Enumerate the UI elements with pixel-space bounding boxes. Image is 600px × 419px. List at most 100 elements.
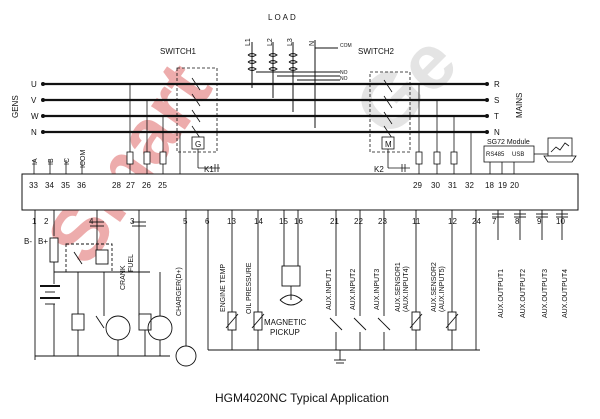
term-12: 12	[448, 217, 457, 226]
b-minus-label: B-	[24, 237, 32, 246]
aux-input3-label: AUX.INPUT3	[374, 269, 381, 310]
term-29: 29	[413, 181, 422, 190]
term-1: 1	[32, 217, 37, 226]
term-25: 25	[158, 181, 167, 190]
k2-label: K2	[374, 165, 384, 174]
aux-output3-label: AUX.OUTPUT3	[542, 269, 549, 318]
aux-output1-label: AUX.OUTPUT1	[498, 269, 505, 318]
gen-sense-fuses	[126, 84, 181, 174]
switch2-label: SWITCH2	[358, 47, 395, 56]
mains-phase-s: S	[494, 96, 499, 105]
rs485-label: RS485	[486, 152, 505, 158]
aux-sensor1-label: AUX.SENSOR1	[395, 262, 402, 312]
oil-pressure-label: OIL PRESSURE	[246, 262, 253, 314]
magnetic-label: MAGNETIC	[264, 318, 306, 327]
switch1-g-box: G	[195, 140, 201, 149]
term-24: 24	[472, 217, 481, 226]
gen-phase-w: W	[31, 112, 39, 121]
term-8: 8	[515, 217, 520, 226]
aux-input4-label: (AUX.INPUT4)	[403, 266, 410, 312]
term-7: 7	[492, 217, 497, 226]
term-33: 33	[29, 181, 38, 190]
load-lines	[247, 40, 340, 128]
term-35: 35	[61, 181, 70, 190]
ct-lines	[33, 160, 83, 174]
switch2-assembly	[369, 71, 411, 172]
aux-input5-label: (AUX.INPUT5)	[439, 266, 446, 312]
crank-label: CRANK	[120, 265, 127, 290]
aux-output-circuit	[492, 210, 568, 240]
mains-phase-n: N	[494, 128, 500, 137]
term-30: 30	[431, 181, 440, 190]
aux-output2-label: AUX.OUTPUT2	[520, 269, 527, 318]
fuel-label: FUEL	[128, 254, 135, 272]
mains-label: MAINS	[515, 93, 524, 118]
term-4: 4	[89, 217, 94, 226]
sg72-label: SG72 Module	[487, 139, 530, 146]
term-10: 10	[556, 217, 565, 226]
diagram-caption: HGM4020NC Typical Application	[215, 391, 389, 405]
mains-phase-t: T	[494, 112, 499, 121]
term-14: 14	[254, 217, 263, 226]
term-9: 9	[537, 217, 542, 226]
mains-sense-fuses	[415, 84, 472, 174]
bus-lines	[43, 82, 487, 134]
term-19: 19	[498, 181, 507, 190]
charger-label: CHARGER(D+)	[176, 267, 183, 316]
term-36: 36	[77, 181, 86, 190]
ct-label-icom: ICOM	[80, 150, 87, 168]
term-32: 32	[465, 181, 474, 190]
switch2-m-box: M	[385, 140, 392, 149]
controller-body	[21, 173, 579, 211]
switch1-assembly	[176, 67, 220, 172]
term-27: 27	[126, 181, 135, 190]
ct-label-ia: IA	[32, 158, 39, 165]
load-label-l1: L1	[245, 38, 252, 46]
sensor-circuit	[207, 210, 480, 364]
b-plus-label: B+	[38, 237, 48, 246]
no-label-b: NO	[340, 76, 348, 82]
term-16: 16	[294, 217, 303, 226]
ct-label-ib: IB	[48, 158, 55, 165]
term-18: 18	[485, 181, 494, 190]
term-5: 5	[183, 217, 188, 226]
aux-sensor2-label: AUX.SENSOR2	[431, 262, 438, 312]
term-20: 20	[510, 181, 519, 190]
aux-input2-label: AUX.INPUT2	[350, 269, 357, 310]
pickup-label: PICKUP	[270, 328, 300, 337]
term-21: 21	[330, 217, 339, 226]
term-34: 34	[45, 181, 54, 190]
k1-label: K1	[204, 165, 214, 174]
term-3: 3	[130, 217, 135, 226]
usb-label: USB	[512, 152, 524, 158]
term-23: 23	[378, 217, 387, 226]
term-31: 31	[448, 181, 457, 190]
load-label-n: N	[309, 41, 316, 46]
gen-phase-u: U	[31, 80, 37, 89]
switch1-label: SWITCH1	[160, 47, 197, 56]
term-22: 22	[354, 217, 363, 226]
mains-phase-r: R	[494, 80, 500, 89]
laptop-icon	[543, 137, 577, 163]
sg72-module	[483, 145, 548, 174]
aux-input1-label: AUX.INPUT1	[326, 269, 333, 310]
gen-phase-n: N	[31, 128, 37, 137]
ct-label-ic: IC	[64, 158, 71, 165]
bus-line-ends	[41, 82, 489, 134]
no-label-a: NO	[340, 70, 348, 76]
gens-label: GENS	[11, 95, 20, 118]
gen-phase-v: V	[31, 96, 37, 105]
term-2: 2	[44, 217, 49, 226]
term-26: 26	[142, 181, 151, 190]
term-6: 6	[205, 217, 210, 226]
com-label: COM	[340, 43, 352, 49]
term-28: 28	[112, 181, 121, 190]
load-label: LOAD	[268, 13, 298, 22]
load-label-l2: L2	[267, 38, 274, 46]
aux-output4-label: AUX.OUTPUT4	[562, 269, 569, 318]
engine-temp-label: ENGINE TEMP	[220, 264, 227, 312]
battery-crank-fuel-circuit	[34, 210, 197, 367]
load-label-l3: L3	[287, 38, 294, 46]
